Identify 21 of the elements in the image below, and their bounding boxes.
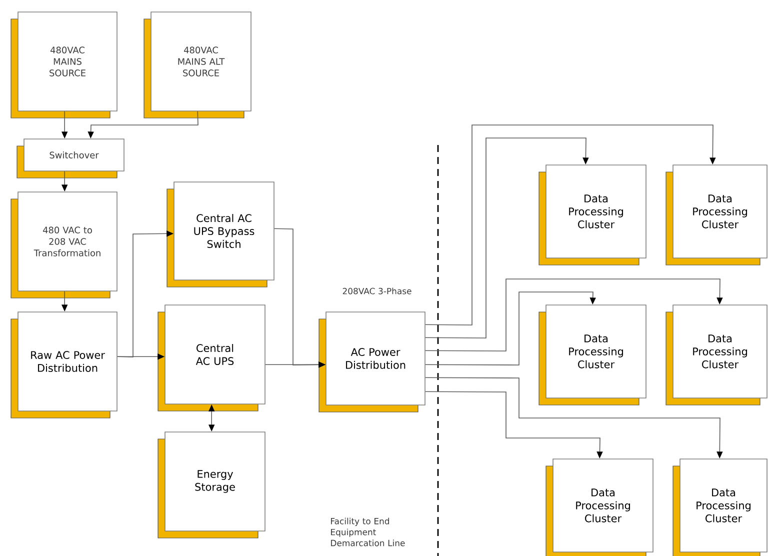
cluster-box: Data Processing Cluster xyxy=(546,458,654,556)
cluster-box: Data Processing Cluster xyxy=(538,304,646,406)
annotation-text: Facility to End Equipment Demarcation Line xyxy=(331,518,405,546)
arrow xyxy=(425,278,723,352)
annotation-text: 208VAC 3-Phase xyxy=(342,288,412,294)
process-box: Central AC UPS Bypass Switch xyxy=(166,182,274,288)
cluster-box: Data Processing Cluster xyxy=(666,304,768,406)
arrow xyxy=(425,292,596,366)
arrow xyxy=(425,124,716,326)
cluster-box: Data Processing Cluster xyxy=(672,458,768,556)
switch-box: Switchover xyxy=(16,138,124,178)
source-box: 480VAC MAINS ALT SOURCE xyxy=(144,12,252,118)
process-box: Raw AC Power Distribution xyxy=(10,312,118,418)
storage-box: Energy Storage xyxy=(158,432,266,538)
process-box: AC Power Distribution xyxy=(318,312,426,412)
cluster-box: Data Processing Cluster xyxy=(666,164,768,266)
cluster-box: Data Processing Cluster xyxy=(538,164,646,266)
source-box: 480VAC MAINS SOURCE xyxy=(10,12,118,118)
process-box: 480 VAC to 208 VAC Transformation xyxy=(10,192,118,298)
arrow xyxy=(425,138,589,338)
process-box: Central AC UPS xyxy=(158,304,266,412)
